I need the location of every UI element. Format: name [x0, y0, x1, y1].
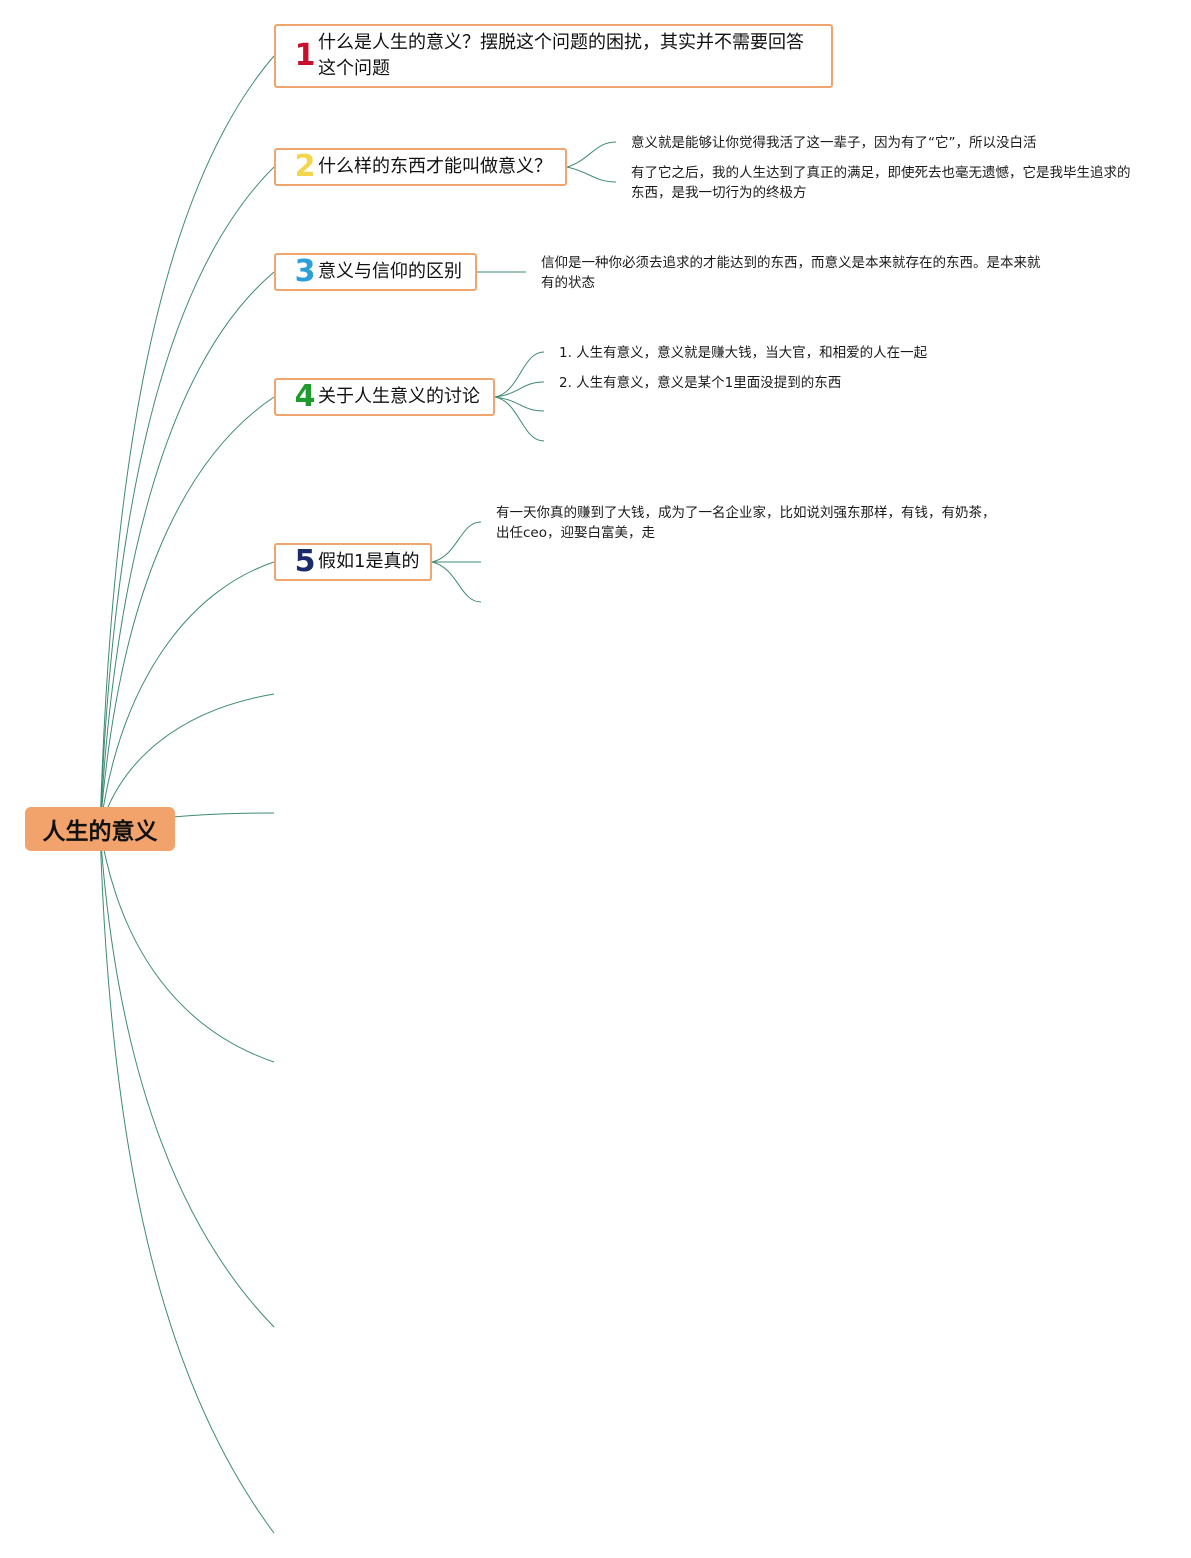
- topic-1-text: 什么是人生的意义？摆脱这个问题的困扰，其实并不需要回答这个问题: [318, 32, 804, 79]
- connector-root-topic-1: [99, 55, 275, 830]
- connector-root-topic-4: [99, 396, 275, 830]
- connector-topic-2-b: [566, 166, 617, 183]
- connector-root-empty-4: [99, 828, 275, 1328]
- topic-2-text: 什么样的东西才能叫做意义？: [318, 156, 552, 177]
- topic-4-number: 4: [294, 379, 316, 414]
- connector-root-empty-1: [99, 693, 275, 830]
- topic-2-number: 2: [294, 149, 316, 184]
- subtopic-4-b[interactable]: 2. 人生有意义，意义是某个1里面没提到的东西: [559, 375, 842, 391]
- topic-3-number: 3: [294, 254, 316, 289]
- connector-topic-2-a: [566, 141, 617, 168]
- topic-4-text: 关于人生意义的讨论: [318, 386, 480, 407]
- topic-5-number: 5: [294, 544, 316, 579]
- connector-topic-4-d: [494, 396, 545, 442]
- subtopic-3-a[interactable]: 信仰是一种你必须去追求的才能达到的东西，而意义是本来就存在的东西。是本来就有的状…: [541, 255, 1041, 291]
- connector-root-topic-5: [99, 561, 275, 830]
- root-topic[interactable]: 人生的意义: [25, 807, 175, 851]
- root-topic-label: 人生的意义: [42, 819, 158, 845]
- connector-root-empty-5: [99, 828, 275, 1534]
- topic-4[interactable]: 4 关于人生意义的讨论: [274, 378, 495, 416]
- connector-topic-4-a: [494, 351, 545, 398]
- subtopic-5-a[interactable]: 有一天你真的赚到了大钱，成为了一名企业家，比如说刘强东那样，有钱，有奶茶，出任c…: [496, 505, 996, 541]
- topic-3-text: 意义与信仰的区别: [318, 261, 462, 282]
- topic-5[interactable]: 5 假如1是真的: [274, 543, 432, 581]
- topic-1[interactable]: 1 什么是人生的意义？摆脱这个问题的困扰，其实并不需要回答这个问题: [274, 24, 833, 88]
- topic-2[interactable]: 2 什么样的东西才能叫做意义？: [274, 148, 567, 186]
- subtopic-2-b[interactable]: 有了它之后，我的人生达到了真正的满足，即使死去也毫无遗憾，它是我毕生追求的东西，…: [631, 165, 1131, 201]
- topic-1-number: 1: [294, 38, 316, 73]
- connector-topic-5-c: [431, 561, 482, 603]
- connector-topic-4-c: [494, 396, 545, 412]
- connector-root-topic-2: [99, 166, 275, 830]
- topic-5-text: 假如1是真的: [318, 551, 420, 572]
- connector-topic-5-a: [431, 521, 482, 563]
- topic-3[interactable]: 3 意义与信仰的区别: [274, 253, 477, 291]
- connector-root-empty-3: [99, 828, 275, 1063]
- connector-root-topic-3: [99, 271, 275, 830]
- subtopic-4-a[interactable]: 1. 人生有意义，意义就是赚大钱，当大官，和相爱的人在一起: [559, 345, 928, 361]
- subtopic-2-a[interactable]: 意义就是能够让你觉得我活了这一辈子，因为有了“它”，所以没白活: [631, 135, 1037, 151]
- connector-topic-4-b: [494, 381, 545, 398]
